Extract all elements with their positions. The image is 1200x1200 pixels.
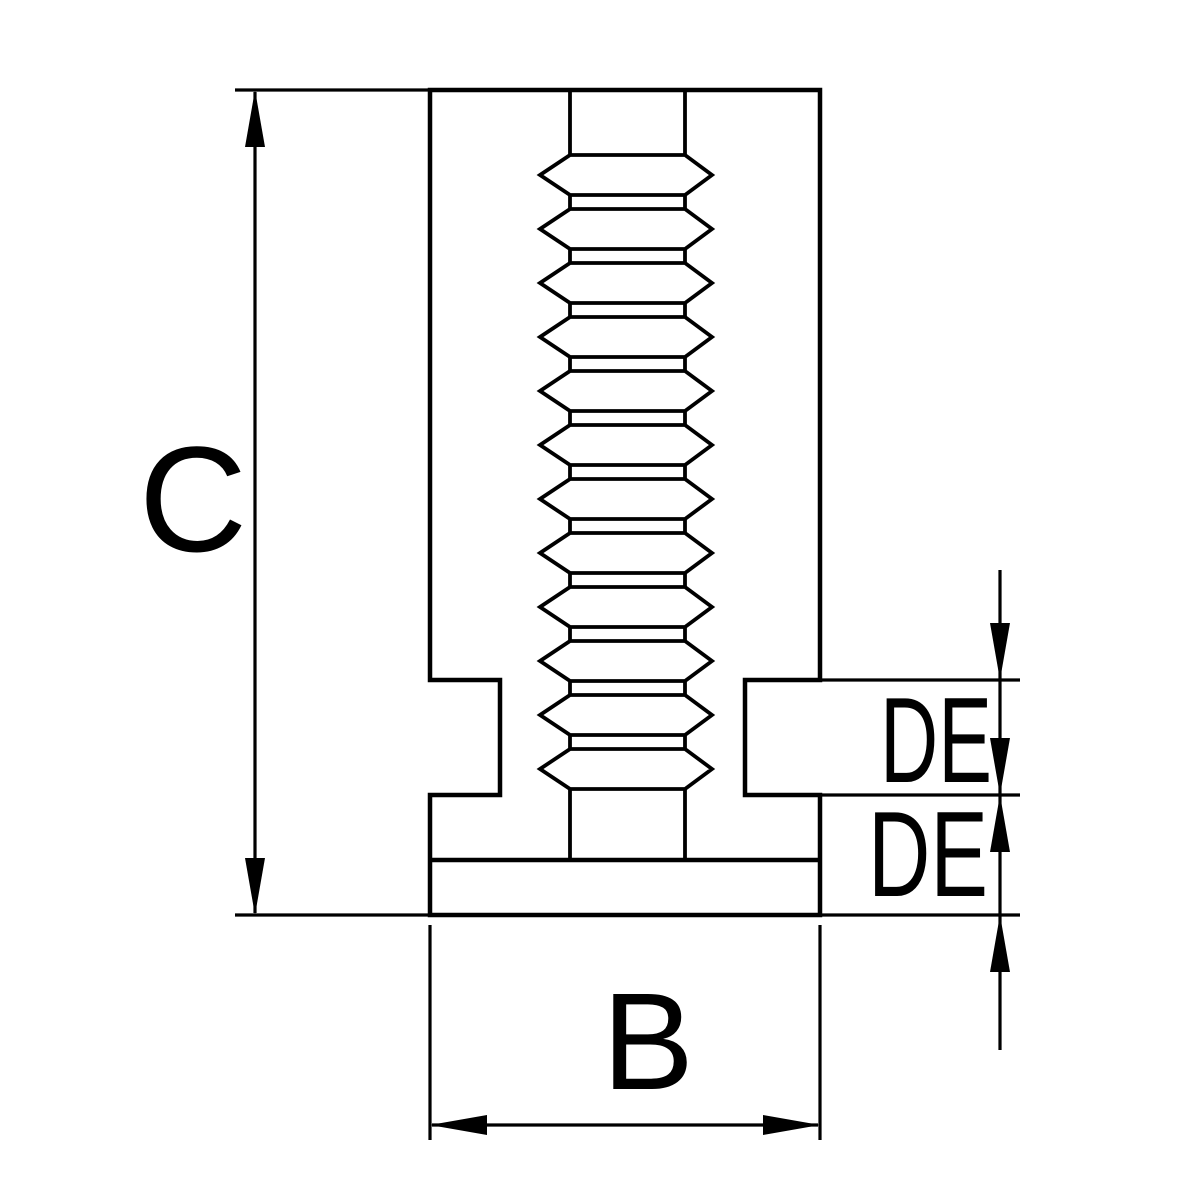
dim-label-de-lower: DE: [868, 786, 988, 922]
dim-c-arrow-up-icon: [245, 90, 265, 147]
dim-label-c: C: [139, 415, 247, 583]
dim-b-extension-lines: [428, 925, 822, 1140]
dim-de-arrow-up-middle-icon: [990, 795, 1010, 852]
thread-shaft: [568, 90, 687, 860]
dim-de-extension-lines: [745, 678, 1020, 917]
dim-de-arrow-down-middle-icon: [990, 738, 1010, 795]
dim-b-arrow-right-icon: [763, 1115, 820, 1135]
thread-roots: [568, 195, 687, 749]
dim-de-arrow-down-upper-icon: [990, 623, 1010, 680]
dim-label-de-upper: DE: [880, 672, 992, 808]
dim-label-b: B: [602, 965, 694, 1119]
thread-profile: [536, 153, 716, 791]
part-outline: [427, 87, 823, 918]
dim-b-arrow-left-icon: [430, 1115, 487, 1135]
dim-c-extension-lines: [235, 88, 430, 917]
dim-c-arrow-down-icon: [245, 858, 265, 915]
dim-de-arrow-up-lower-icon: [990, 915, 1010, 972]
